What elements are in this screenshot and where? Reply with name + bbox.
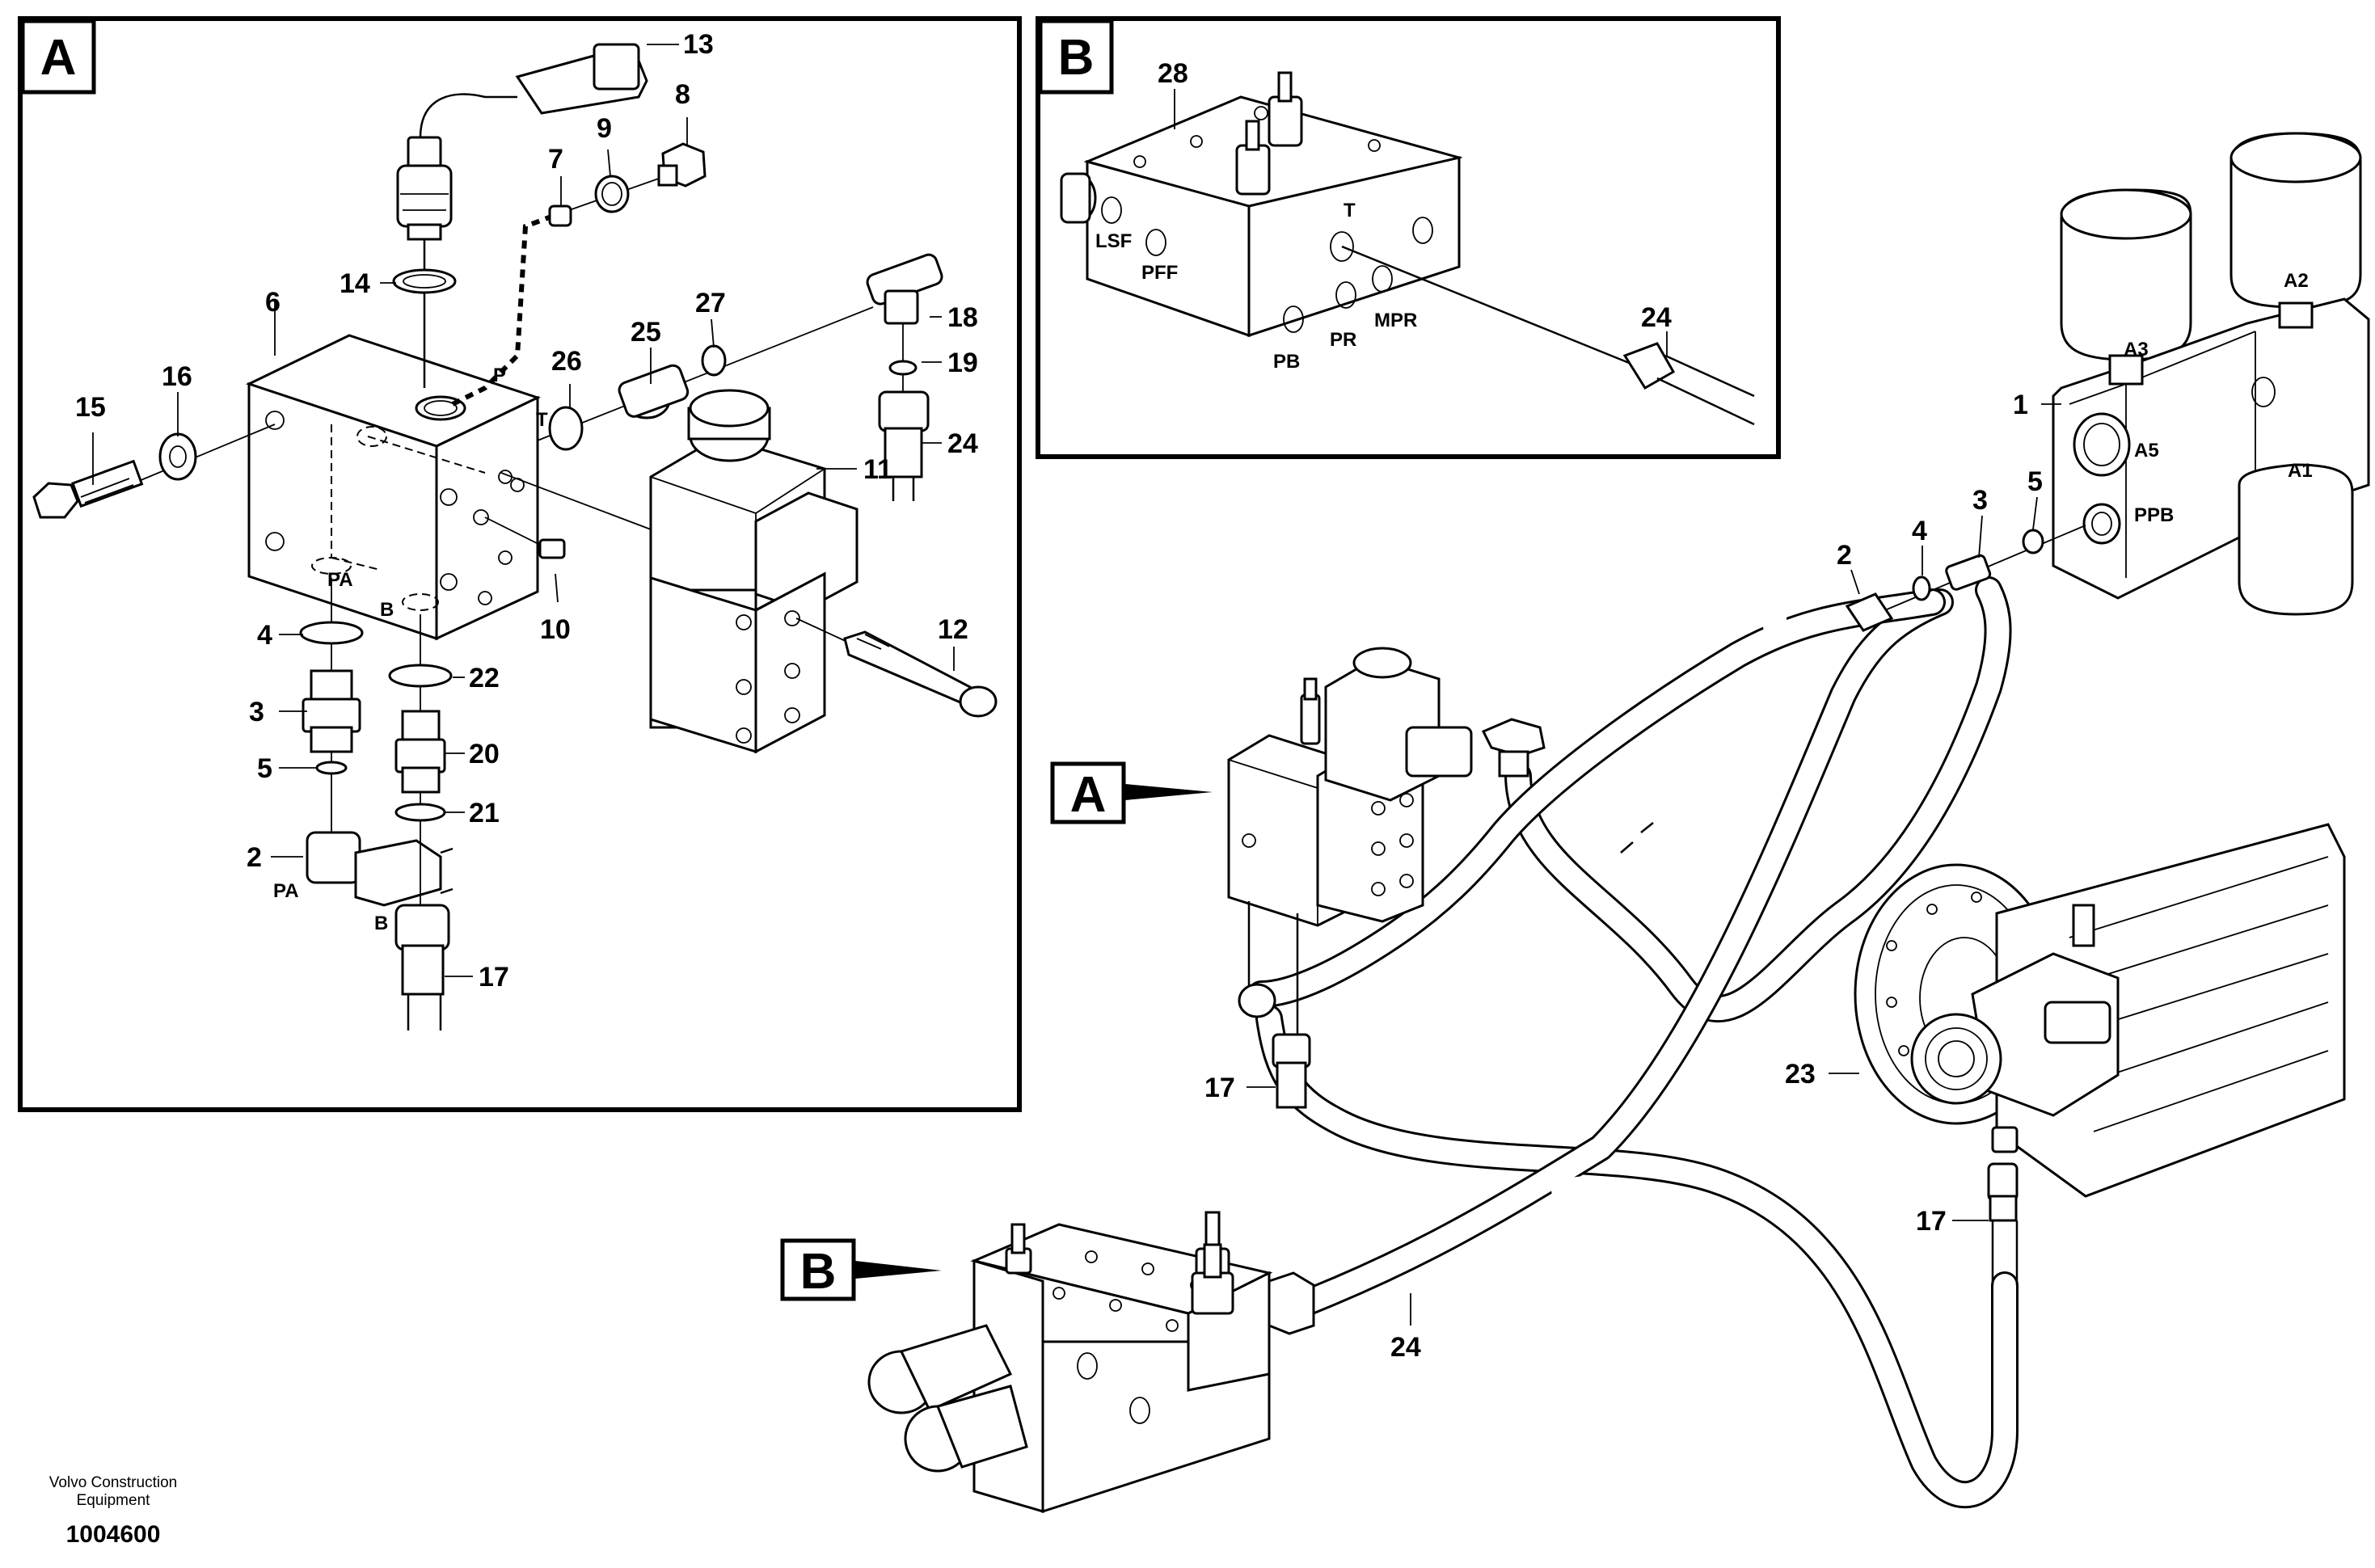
callout-a-letter: A bbox=[1070, 767, 1107, 823]
label-3-main: 3 bbox=[1972, 485, 1988, 516]
port-lsf: LSF bbox=[1095, 230, 1132, 252]
label-27: 27 bbox=[695, 288, 726, 318]
b-fitting-stack bbox=[388, 614, 453, 1031]
main-leaders bbox=[1247, 403, 2061, 1326]
manifold-assembly-b bbox=[867, 1211, 1315, 1514]
panel-b-letter: B bbox=[1058, 30, 1095, 86]
panel-a-leaders bbox=[92, 44, 955, 977]
pressure-sensor bbox=[396, 43, 648, 241]
label-17-main-left: 17 bbox=[1204, 1073, 1235, 1103]
mounting-bolt bbox=[32, 424, 276, 519]
label-10: 10 bbox=[540, 614, 571, 645]
port-pa: PA bbox=[327, 569, 353, 591]
label-24: 24 bbox=[947, 428, 978, 459]
brake-unit bbox=[1854, 823, 2346, 1285]
label-3: 3 bbox=[249, 697, 264, 727]
label-26: 26 bbox=[551, 346, 582, 377]
label-12: 12 bbox=[938, 614, 968, 645]
port-a3: A3 bbox=[2124, 339, 2149, 360]
label-19: 19 bbox=[947, 348, 978, 378]
label-28: 28 bbox=[1158, 58, 1188, 89]
label-18: 18 bbox=[947, 302, 978, 333]
label-21: 21 bbox=[469, 798, 500, 828]
port-a1: A1 bbox=[2288, 460, 2313, 482]
label-17: 17 bbox=[479, 962, 509, 993]
callout-b: B bbox=[780, 1238, 942, 1301]
label-5: 5 bbox=[257, 753, 272, 784]
label-6: 6 bbox=[265, 287, 281, 318]
port-mpr: MPR bbox=[1374, 310, 1417, 331]
port-p: P bbox=[493, 365, 506, 386]
footer-block: Volvo Construction Equipment 1004600 bbox=[49, 1474, 177, 1548]
label-11: 11 bbox=[863, 454, 892, 485]
port-t: T bbox=[536, 409, 548, 431]
port-pff: PFF bbox=[1141, 262, 1178, 284]
label-13: 13 bbox=[683, 29, 714, 60]
accumulator-assembly bbox=[2052, 132, 2370, 616]
label-1: 1 bbox=[2013, 390, 2028, 420]
port-a2: A2 bbox=[2284, 270, 2309, 292]
label-23: 23 bbox=[1785, 1059, 1816, 1090]
hose-lines bbox=[1247, 576, 2019, 1509]
valve-assembly-a bbox=[1227, 647, 1546, 1109]
port-a5: A5 bbox=[2134, 440, 2159, 462]
label-20: 20 bbox=[469, 739, 500, 769]
drawing-number: 1004600 bbox=[66, 1521, 161, 1548]
label-24-panel-b: 24 bbox=[1641, 302, 1672, 333]
plug-assembly bbox=[548, 142, 707, 227]
pa-fitting-stack bbox=[299, 578, 453, 907]
label-16: 16 bbox=[162, 361, 192, 392]
port-t-b: T bbox=[1344, 200, 1356, 221]
panel-b-letter-box bbox=[1038, 19, 1114, 95]
panel-a-letter: A bbox=[40, 30, 77, 86]
label-14: 14 bbox=[340, 268, 370, 299]
label-24-main: 24 bbox=[1390, 1332, 1421, 1363]
port-b: B bbox=[380, 599, 394, 621]
label-5-main: 5 bbox=[2027, 466, 2043, 497]
label-17-main-right: 17 bbox=[1916, 1206, 1947, 1237]
plug-fitting bbox=[484, 516, 566, 559]
port-pr: PR bbox=[1330, 329, 1356, 351]
accumulator-fittings bbox=[1845, 525, 2086, 632]
company-line-2: Equipment bbox=[77, 1492, 151, 1509]
label-22: 22 bbox=[469, 663, 500, 693]
port-pb: PB bbox=[1273, 351, 1300, 373]
label-7: 7 bbox=[548, 144, 563, 175]
label-9: 9 bbox=[597, 113, 612, 144]
tee-fitting bbox=[866, 253, 943, 501]
label-8: 8 bbox=[675, 79, 690, 110]
label-4: 4 bbox=[257, 620, 272, 651]
detail-panel-a: A bbox=[18, 16, 1022, 1112]
fitting-assembly bbox=[537, 306, 874, 451]
detail-panel-b: B 28 24 bbox=[1036, 16, 1781, 459]
callout-b-letter: B bbox=[800, 1244, 837, 1300]
company-line-1: Volvo Construction bbox=[49, 1474, 177, 1491]
callout-a: A bbox=[1050, 761, 1213, 824]
label-2: 2 bbox=[247, 842, 262, 873]
solenoid-bolt bbox=[795, 618, 998, 718]
label-25: 25 bbox=[631, 317, 661, 348]
solenoid-valve bbox=[500, 389, 858, 754]
panel-a-letter-box bbox=[20, 19, 96, 95]
port-pa-lower: PA bbox=[273, 880, 299, 902]
port-b-lower: B bbox=[374, 913, 388, 934]
port-ppb: PPB bbox=[2134, 504, 2174, 526]
manifold-block-detail bbox=[1060, 71, 1463, 338]
label-2-main: 2 bbox=[1837, 540, 1852, 571]
label-4-main: 4 bbox=[1912, 516, 1927, 546]
label-15: 15 bbox=[75, 392, 106, 423]
